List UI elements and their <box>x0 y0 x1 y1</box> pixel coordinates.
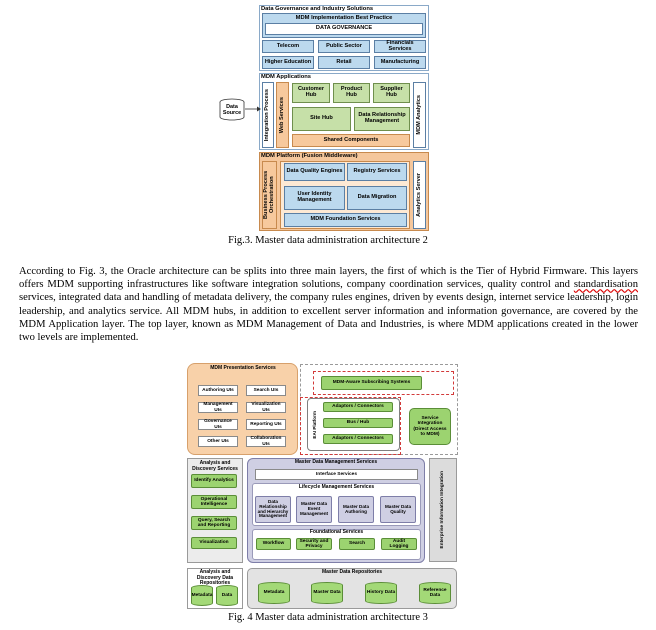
interface-services-box: Interface Services <box>255 469 418 480</box>
figure-3-caption: Fig.3. Master data administration archit… <box>228 235 428 246</box>
workflow-box: Workflow <box>256 538 291 550</box>
mdm-foundation-services-box: MDM Foundation Services <box>284 213 407 227</box>
mdm-analytics-label: MDM Analytics <box>415 95 422 135</box>
mdm-services-title: Master Data Management Services <box>294 459 378 465</box>
eii-bar: Enterprise Information Integration <box>429 458 457 562</box>
eai-dashed-area <box>300 397 401 455</box>
mdm-aware-systems-box: MDM-Aware Subscribing Systems <box>321 376 422 390</box>
service-integration-box: Service Integration (Direct Access to MD… <box>409 408 451 445</box>
public-sector-box: Public Sector <box>318 40 370 53</box>
data-source-label: Data Source <box>222 104 242 116</box>
registry-services-box: Registry Services <box>347 163 407 181</box>
higher-education-box: Higher Education <box>262 56 314 69</box>
other-uis-box: Other UIs <box>198 436 238 447</box>
data-small-cylinder: Data <box>216 585 238 606</box>
drhm-box: Data Relationship and Hierarchy Manageme… <box>255 496 291 523</box>
visualization-box: Visualization <box>191 537 237 549</box>
data-source-arrow <box>245 106 261 112</box>
reference-data-cylinder: Reference Data <box>419 582 451 604</box>
repos-left-title: Analysis and Discovery Data Repositories <box>196 569 234 586</box>
paragraph-part-1: According to Fig. 3, the Oracle architec… <box>19 266 638 291</box>
data-source-cylinder <box>219 98 245 121</box>
data-governance-box: DATA GOVERNANCE <box>265 23 423 35</box>
data-quality-engines-box: Data Quality Engines <box>284 163 345 181</box>
platform-title: MDM Platform (Fusion Middleware) <box>261 153 358 159</box>
customer-hub-box: Customer Hub <box>292 83 330 103</box>
visualization-uis-box: Visualization UIs <box>246 402 286 413</box>
supplier-hub-box: Supplier Hub <box>373 83 410 103</box>
repos-title: Master Data Repositories <box>321 569 383 575</box>
applications-title: MDM Applications <box>261 74 312 80</box>
event-management-box: Master Data Event Management <box>296 496 332 523</box>
analysis-title: Analysis and Discovery Services <box>192 460 238 472</box>
search-uis-box: Search UIs <box>246 385 286 396</box>
web-services-label: Web Services <box>278 96 285 134</box>
adaptors-connectors-1-box: Adaptors / Connectors <box>323 402 393 412</box>
telecom-box: Telecom <box>262 40 314 53</box>
financials-services-box: Financials Services <box>374 40 426 53</box>
identify-analytics-box: Identify Analytics <box>191 474 237 488</box>
figure-4-caption: Fig. 4 Master data administration archit… <box>228 612 428 623</box>
bpo-bar: Business Process Orchestration <box>262 161 277 229</box>
foundational-services-title: Foundational Services <box>309 529 364 535</box>
subscribing-dashed-area <box>313 371 454 395</box>
integration-process-label: Integration Process <box>264 88 271 142</box>
master-data-cylinder: Master Data <box>311 582 343 604</box>
lifecycle-services-title: Lifecycle Management Services <box>298 484 375 490</box>
audit-logging-box: Audit Logging <box>381 538 417 550</box>
user-identity-management-box: User Identity Management <box>284 186 345 210</box>
product-hub-box: Product Hub <box>333 83 370 103</box>
md-authoring-box: Master Data Authoring <box>338 496 374 523</box>
body-paragraph: According to Fig. 3, the Oracle architec… <box>19 265 638 344</box>
eai-platform-label: EAI Platform <box>311 410 317 439</box>
paragraph-flagged-word: standardisation <box>573 279 638 291</box>
bus-hub-box: Bus / Hub <box>323 418 393 428</box>
adaptors-connectors-2-box: Adaptors / Connectors <box>323 434 393 444</box>
analytics-server-bar: Analytics Server <box>413 161 426 229</box>
best-practice-label: MDM Implementation Best Practice <box>295 15 393 21</box>
paragraph-part-2: services, integrated data and handling o… <box>19 292 638 344</box>
metadata-small-cylinder: Metadata <box>191 585 213 606</box>
history-data-cylinder: History Data <box>365 582 397 604</box>
analytics-server-label: Analytics Server <box>415 173 422 217</box>
security-privacy-box: Security and Privacy <box>296 538 332 550</box>
management-uis-box: Management UIs <box>198 402 238 413</box>
governance-title: Data Governance and Industry Solutions <box>261 6 374 12</box>
shared-components-box: Shared Components <box>292 134 410 147</box>
eii-label: Enterprise Information Integration <box>440 471 446 549</box>
md-quality-box: Master Data Quality <box>380 496 416 523</box>
data-relationship-management-box: Data Relationship Management <box>354 107 410 131</box>
site-hub-box: Site Hub <box>292 107 351 131</box>
reporting-uis-box: Reporting UIs <box>246 419 286 430</box>
query-search-reporting-box: Query, Search and Reporting <box>191 516 237 530</box>
manufacturing-box: Manufacturing <box>374 56 426 69</box>
eai-platform-bar: EAI Platform <box>310 401 320 448</box>
data-migration-box: Data Migration <box>347 186 407 210</box>
presentation-title: MDM Presentation Services <box>210 365 276 371</box>
search-box: Search <box>339 538 375 550</box>
bpo-label: Business Process Orchestration <box>262 170 275 220</box>
collaboration-uis-box: Collaboration UIs <box>246 436 286 447</box>
authoring-uis-box: Authoring UIs <box>198 385 238 396</box>
governance-uis-box: Governance UIs <box>198 419 238 430</box>
integration-process-bar: Integration Process <box>262 82 274 148</box>
metadata-cylinder: Metadata <box>258 582 290 604</box>
web-services-bar: Web Services <box>276 82 289 148</box>
mdm-analytics-bar: MDM Analytics <box>413 82 426 148</box>
operational-intelligence-box: Operational Intelligence <box>191 495 237 509</box>
retail-box: Retail <box>318 56 370 69</box>
